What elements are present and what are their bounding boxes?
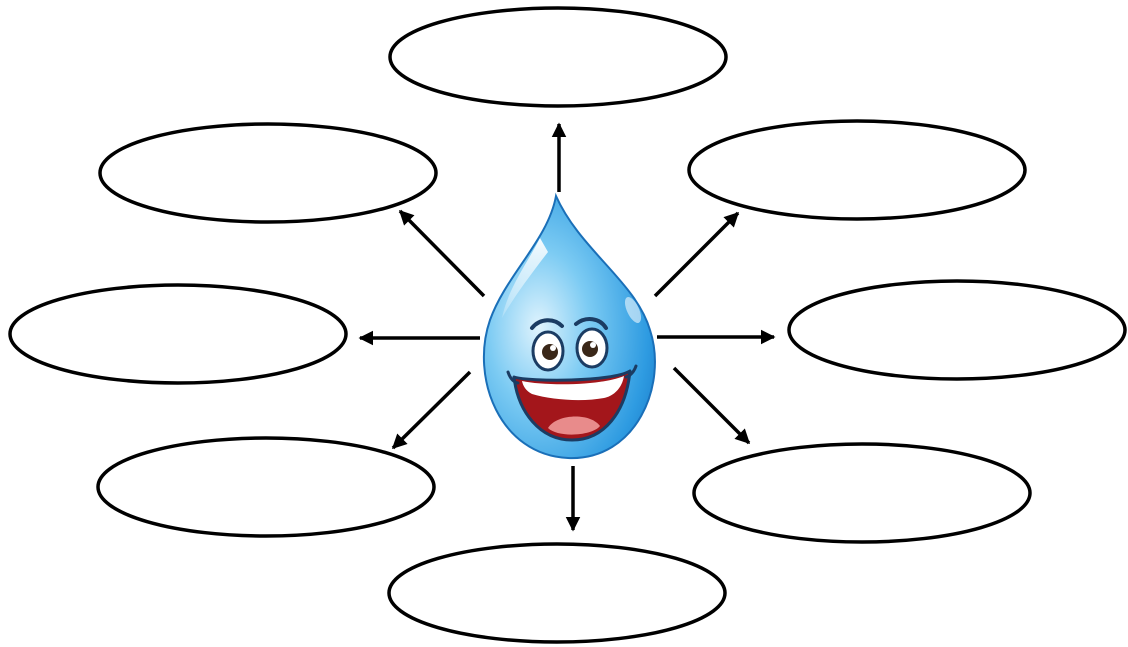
- left-eye: [533, 332, 563, 370]
- arrow-lower-right: [674, 368, 749, 443]
- branch-bubble-top[interactable]: [390, 8, 726, 106]
- arrow-lower-left: [393, 372, 470, 448]
- branch-bubble-lower-left[interactable]: [98, 438, 434, 536]
- smiling-water-drop-icon: [484, 196, 655, 458]
- arrow-upper-right: [655, 213, 738, 296]
- right-eye: [577, 329, 607, 367]
- branch-bubble-bottom[interactable]: [389, 544, 725, 642]
- branch-bubble-right[interactable]: [789, 281, 1125, 379]
- branch-bubble-upper-right[interactable]: [689, 121, 1025, 219]
- branch-bubble-upper-left[interactable]: [100, 124, 436, 222]
- arrow-upper-left: [400, 211, 484, 296]
- branch-bubble-lower-right[interactable]: [694, 444, 1030, 542]
- branch-bubble-left[interactable]: [10, 285, 346, 383]
